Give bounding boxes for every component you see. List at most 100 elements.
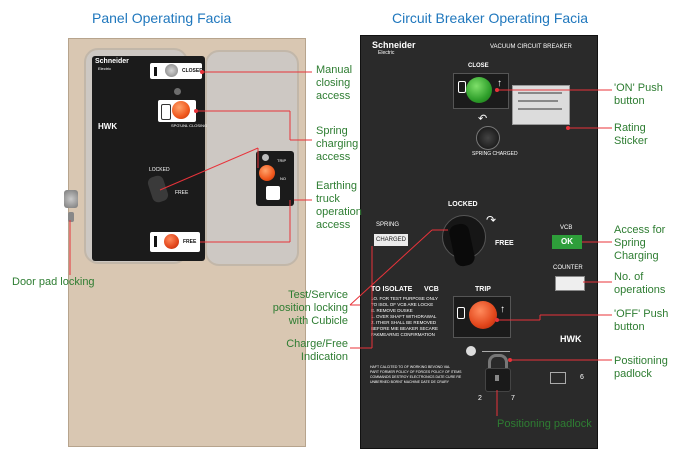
to-isolate-label: TO ISOLATE: [371, 286, 413, 293]
to-isolate-vcb-label: VCB: [424, 286, 439, 293]
locked-label: LOCKED: [448, 201, 478, 208]
panel-locked-label: LOCKED: [149, 167, 170, 173]
leader-dot: [495, 88, 499, 92]
close-label: CLOSE: [468, 63, 489, 69]
positioning-indicator: [466, 346, 476, 356]
earthing-truck-button[interactable]: [259, 165, 275, 181]
callout-line: Earthing: [316, 180, 357, 192]
sticker-line-1: [518, 92, 562, 94]
callout-access-spring: Access for Spring Charging: [614, 224, 665, 263]
callout-line: access: [316, 219, 351, 231]
leader-dot: [566, 126, 570, 130]
callout-line: Charging: [614, 250, 659, 262]
callout-line: Manual: [316, 64, 353, 76]
instruction-line: FAKMEARNG CONFIRMATION: [371, 332, 435, 337]
callout-line: charging: [316, 138, 359, 150]
free-indicator-bar: [154, 236, 157, 247]
callout-line: Charge/Free: [286, 338, 348, 350]
rating-sticker: [512, 85, 570, 125]
callout-positioning-right: Positioning padlock: [614, 355, 668, 381]
closed-label: CLOSED: [182, 68, 203, 74]
callout-line: button: [614, 321, 645, 333]
free-push-button[interactable]: [164, 234, 179, 249]
spring-charging-button[interactable]: [172, 101, 190, 119]
callout-rating-sticker: Rating Sticker: [614, 122, 648, 148]
door-pad-latch: [68, 212, 74, 222]
callout-positioning-bottom: Positioning padlock: [497, 418, 592, 430]
panel-control-strip: [92, 56, 205, 261]
callout-line: Sticker: [614, 135, 648, 147]
trip-lock-icon: [457, 307, 465, 319]
closed-indicator-bar: [154, 67, 157, 76]
trip-label-left: TRIP: [277, 158, 287, 163]
close-lock-icon: [458, 81, 466, 93]
positioning-rail: [482, 351, 510, 352]
spring-charged-label: SPRING CHARGED: [472, 151, 518, 157]
sticker-line-2: [518, 100, 558, 102]
breaker-brand-sub: Electric: [378, 50, 395, 56]
callout-door-pad: Door pad locking: [12, 276, 95, 288]
free-arrow-icon: ↷: [486, 213, 497, 227]
panel-indicator-dot: [174, 88, 181, 95]
spring-charge-indicator: [161, 104, 171, 120]
off-push-button[interactable]: [469, 301, 497, 329]
callout-line: operation: [316, 206, 362, 218]
callout-earthing-truck: Earthing truck operation access: [316, 180, 362, 232]
callout-line: 'ON' Push: [614, 82, 663, 94]
isolate-instructions: 1O. FOR TEST PURPOSE ONLY TO ISOL OF VCB…: [371, 296, 451, 338]
callout-line: No. of: [614, 271, 644, 283]
callout-line: Positioning: [614, 355, 668, 367]
no-label: NO: [280, 176, 286, 181]
panel-model-label: HWK: [98, 122, 118, 131]
spring-charge-knob[interactable]: [476, 126, 500, 150]
callout-line: position locking: [272, 302, 348, 314]
manual-closing-keyhole[interactable]: [165, 64, 178, 77]
callout-line: closing: [316, 77, 351, 89]
callout-charge-free: Charge/Free Indication: [262, 338, 348, 364]
position-number-7: 7: [511, 395, 515, 402]
callout-line: Rating: [614, 122, 646, 134]
door-pad-lock[interactable]: [64, 190, 78, 208]
instruction-line: BEFORE MIE BEAKER SECARE: [371, 326, 439, 331]
trip-label: TRIP: [475, 286, 491, 293]
panel-brand: Schneider: [95, 58, 129, 65]
small-latch-box: [550, 372, 566, 384]
breaker-model-label: HWK: [560, 334, 582, 344]
breaker-brand: Schneider: [372, 40, 416, 50]
trip-arrow-icon: ↑: [500, 304, 505, 315]
charged-indicator: CHARGED: [374, 234, 408, 246]
callout-line: button: [614, 95, 645, 107]
on-push-button[interactable]: [466, 77, 492, 103]
callout-test-service: Test/Service position locking with Cubic…: [262, 289, 348, 328]
leader-dot: [194, 109, 198, 113]
callout-line: Test/Service: [288, 289, 348, 301]
panel-brand-sub: Electric: [98, 66, 112, 71]
instruction-line: 1O. FOR TEST PURPOSE ONLY: [371, 296, 439, 301]
padlock-shackle: [488, 354, 508, 371]
panel-free-label: FREE: [175, 190, 189, 196]
instruction-line: 1. OVER SHAFT WITHDRAWAL: [371, 314, 437, 319]
small-print-line: HAFT CALCITED TO OF WORKING BEVOND VAL: [370, 365, 451, 369]
vcb-ok-button[interactable]: OK: [552, 235, 582, 249]
callout-line: access: [316, 151, 351, 163]
instruction-line: TO ISOL OF VCB ARE LOCKE: [371, 302, 434, 307]
breaker-title: VACUUM CIRCUIT BREAKER: [490, 44, 572, 50]
small-print-line: UNBERNED BORNT MACHINE DATE DE CRARY: [370, 380, 449, 384]
instruction-line: 2. ITHER SHALL BE REMOVED: [371, 320, 437, 325]
callout-off-push: 'OFF' Push button: [614, 308, 668, 334]
callout-manual-closing: Manual closing access: [316, 64, 352, 103]
vcb-label: VCB: [560, 225, 573, 231]
instruction-line: E. REMOVE DUSKE: [371, 308, 413, 313]
breaker-small-print: HAFT CALCITED TO OF WORKING BEVOND VAL P…: [370, 365, 480, 385]
callout-line: Spring: [316, 125, 348, 137]
leader-dot: [200, 70, 204, 74]
callout-spring-charging: Spring charging access: [316, 125, 358, 164]
small-print-line: COMMANDS DESTROY ELECTRONICS DATE CURE R…: [370, 375, 462, 379]
callout-on-push: 'ON' Push button: [614, 82, 663, 108]
free-button-label: FREE: [183, 239, 197, 245]
position-number-2: 2: [478, 395, 482, 402]
counter-label: COUNTER: [553, 265, 583, 271]
position-number-6: 6: [580, 374, 584, 381]
leader-test-service-b: [349, 229, 433, 306]
